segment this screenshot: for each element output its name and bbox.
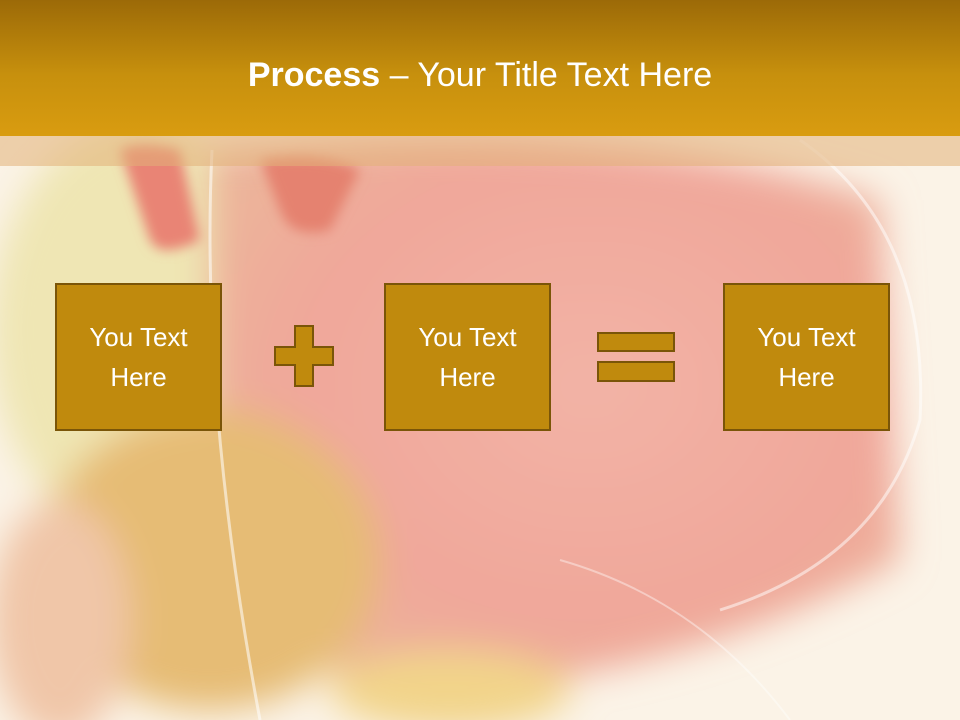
slide-title-rest: – Your Title Text Here xyxy=(380,56,713,94)
process-box-1[interactable]: You Text Here xyxy=(55,283,222,431)
plus-icon xyxy=(274,325,334,387)
process-box-1-label: You Text Here xyxy=(89,322,188,392)
process-box-2-label: You Text Here xyxy=(418,322,517,392)
process-box-2[interactable]: You Text Here xyxy=(384,283,551,431)
process-box-3[interactable]: You Text Here xyxy=(723,283,890,431)
slide-title: Process – Your Title Text Here xyxy=(0,52,960,98)
title-bar xyxy=(0,0,960,136)
equals-icon xyxy=(597,332,675,382)
title-underline-strip xyxy=(0,136,960,166)
slide-title-bold: Process xyxy=(247,56,381,94)
process-box-3-label: You Text Here xyxy=(757,322,856,392)
